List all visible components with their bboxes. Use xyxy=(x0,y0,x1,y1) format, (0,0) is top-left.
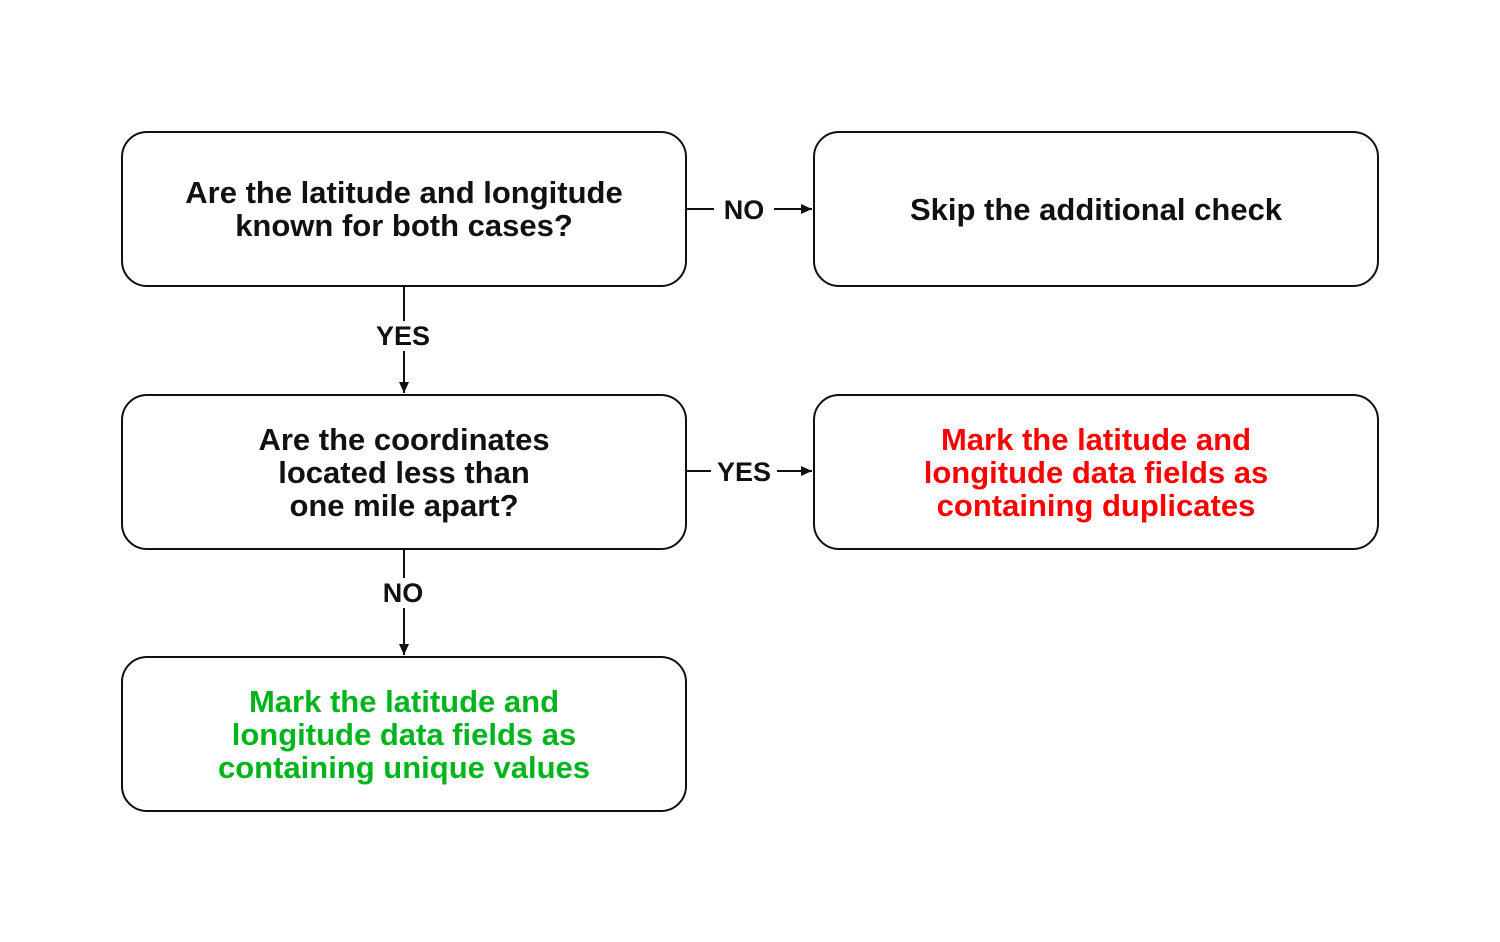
outcome-unique-values-text: Mark the latitude and longitude data fie… xyxy=(217,683,591,785)
decision-known-coordinates-text: Are the latitude and longitude known for… xyxy=(185,175,623,243)
action-skip-check: Skip the additional check xyxy=(813,131,1379,287)
outcome-duplicates-text: Mark the latitude and longitude data fie… xyxy=(923,421,1269,523)
outcome-unique-values: Mark the latitude and longitude data fie… xyxy=(121,656,687,812)
edge-label-q1-yes: YES xyxy=(370,321,436,351)
decision-known-coordinates: Are the latitude and longitude known for… xyxy=(121,131,687,287)
decision-within-one-mile-text: Are the coordinates located less than on… xyxy=(258,421,550,523)
edge-label-q2-yes: YES xyxy=(711,457,777,487)
edge-label-q1-no: NO xyxy=(714,195,774,225)
decision-within-one-mile: Are the coordinates located less than on… xyxy=(121,394,687,550)
outcome-duplicates: Mark the latitude and longitude data fie… xyxy=(813,394,1379,550)
edge-label-q2-no: NO xyxy=(373,578,433,608)
action-skip-check-text: Skip the additional check xyxy=(909,191,1283,227)
